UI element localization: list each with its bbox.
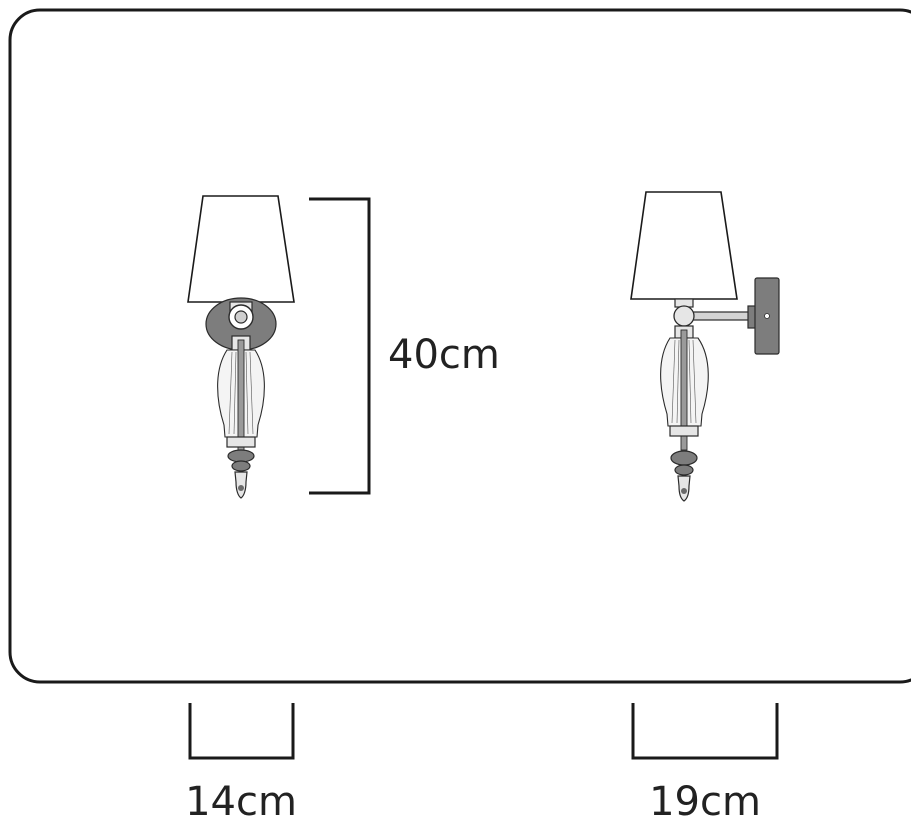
side-arm — [686, 311, 756, 321]
depth-bracket-side — [631, 703, 779, 760]
side-knuckle — [673, 305, 695, 327]
front-shade — [187, 195, 295, 303]
side-ring-3 — [674, 464, 694, 476]
front-finial-dot — [238, 485, 244, 491]
height-bracket — [309, 197, 371, 495]
side-shade — [630, 191, 738, 300]
height-label: 40cm — [388, 332, 500, 378]
wall-lamp-side-icon — [630, 191, 780, 502]
front-ring-3 — [231, 460, 251, 472]
width-label-front: 14cm — [185, 779, 297, 817]
front-ring-2 — [227, 449, 255, 463]
side-ring-2 — [670, 450, 698, 466]
side-screw-icon — [764, 313, 770, 319]
outer-frame — [8, 8, 911, 684]
front-ring-1 — [226, 436, 256, 448]
wall-lamp-front-icon — [187, 195, 295, 499]
front-rod — [237, 339, 245, 451]
width-bracket-front — [188, 703, 295, 760]
side-finial-dot — [681, 488, 687, 494]
side-ring-1 — [669, 425, 699, 437]
depth-label-side: 19cm — [649, 779, 761, 817]
side-rod — [680, 329, 688, 451]
front-knob-inner — [234, 310, 248, 324]
